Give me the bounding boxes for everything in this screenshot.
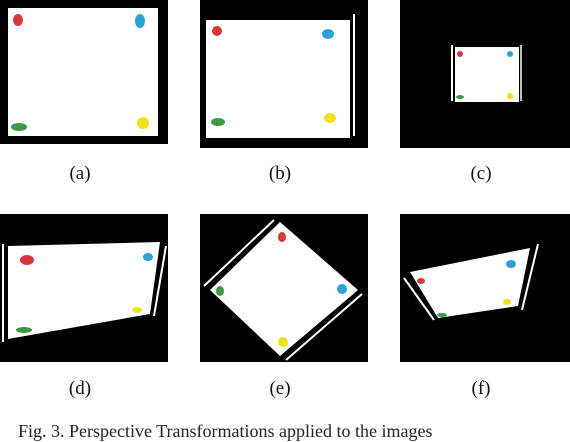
panel-d-image — [0, 214, 168, 362]
panel-a-label: (a) — [69, 163, 91, 184]
panel-e-image — [200, 214, 368, 362]
blue-marker — [506, 260, 516, 268]
yellow-marker — [137, 117, 149, 129]
yellow-marker — [507, 93, 513, 99]
red-marker — [13, 14, 23, 26]
blue-marker — [507, 51, 513, 57]
green-marker — [211, 118, 225, 126]
panel-b — [200, 0, 368, 148]
panel-b-label: (b) — [268, 163, 292, 184]
figure-caption: Fig. 3. Perspective Transformations appl… — [18, 421, 433, 441]
yellow-marker — [132, 307, 142, 313]
panel-d-label: (d) — [68, 378, 92, 399]
panel-e — [200, 214, 368, 362]
panel-c — [400, 0, 570, 148]
red-marker — [417, 278, 425, 284]
panel-e-label: (e) — [269, 378, 291, 399]
blue-marker — [322, 29, 334, 39]
yellow-marker — [503, 299, 511, 305]
yellow-marker — [278, 337, 288, 347]
red-marker — [278, 232, 286, 242]
green-marker — [437, 313, 447, 317]
yellow-marker — [324, 113, 336, 123]
red-marker — [457, 51, 463, 57]
panel-f-image — [400, 214, 570, 362]
green-marker — [216, 286, 224, 296]
panel-a-image — [0, 0, 168, 144]
panel-f-label: (f) — [471, 378, 491, 399]
green-marker — [456, 95, 464, 99]
panel-b-image — [200, 0, 368, 148]
blue-marker — [135, 14, 145, 28]
green-marker — [16, 327, 32, 333]
panel-d — [0, 214, 168, 362]
blue-marker — [337, 284, 347, 294]
panel-f — [400, 214, 570, 362]
panel-c-image — [400, 0, 570, 148]
red-marker — [212, 26, 222, 36]
red-marker — [20, 255, 34, 265]
blue-marker — [143, 253, 153, 261]
panel-a — [0, 0, 168, 144]
panel-c-label: (c) — [470, 163, 492, 184]
green-marker — [11, 123, 27, 131]
